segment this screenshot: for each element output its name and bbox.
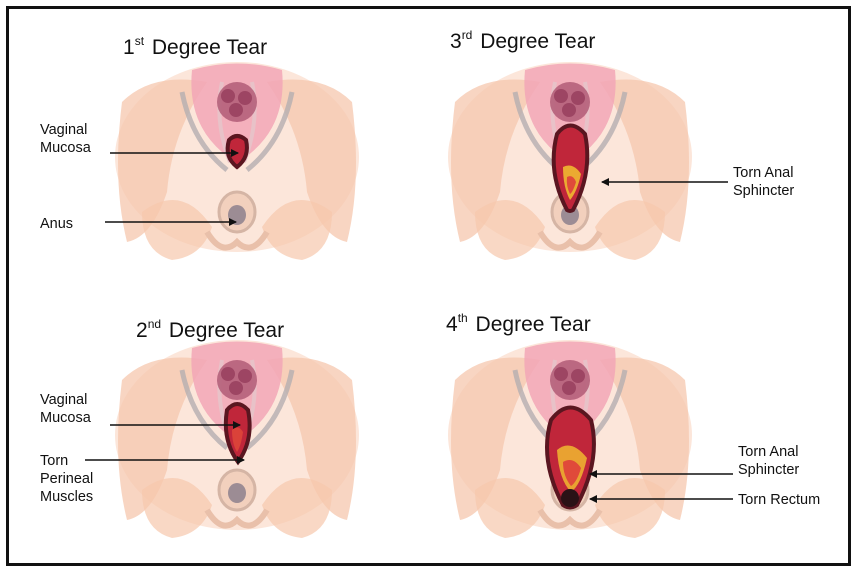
pointer-arrows — [0, 0, 855, 570]
